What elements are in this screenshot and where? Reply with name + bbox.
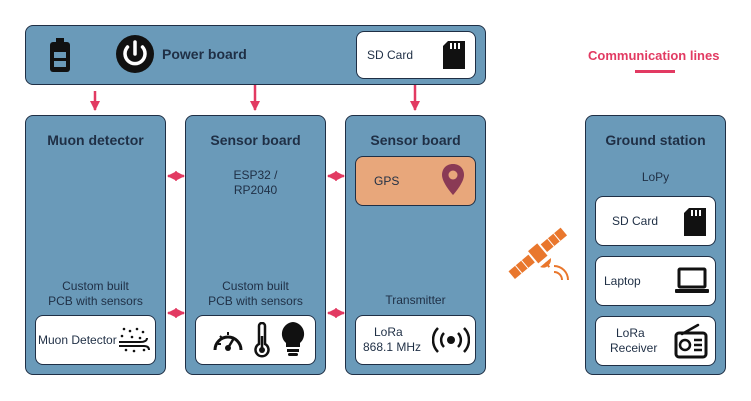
- lora-line1: LoRa: [374, 325, 403, 339]
- sd-card-icon: [684, 208, 706, 236]
- thermometer-icon: [254, 322, 270, 358]
- power-board-title: Power board: [162, 46, 247, 62]
- antenna-icon: [432, 327, 470, 353]
- muon-detector-card: Muon Detector: [35, 315, 156, 365]
- gps-label: GPS: [374, 174, 400, 188]
- battery-icon: [50, 38, 70, 72]
- sensor1-desc-line2: PCB with sensors: [208, 294, 303, 308]
- sensor1-desc-line1: Custom built: [222, 279, 289, 293]
- lora-card: LoRa 868.1 MHz: [355, 315, 476, 365]
- receiver-line1: LoRa: [616, 326, 645, 340]
- muon-detector-box: Muon detector Custom built PCB with sens…: [25, 115, 166, 375]
- gps-card: GPS: [355, 156, 476, 206]
- legend-line: [635, 70, 675, 73]
- muon-desc-line1: Custom built: [62, 279, 129, 293]
- sensors-card: [195, 315, 316, 365]
- sensor-board-1-title: Sensor board: [210, 132, 301, 148]
- sd-card-icon: [443, 41, 465, 69]
- muon-detector-title: Muon detector: [47, 132, 144, 148]
- lora-line2: 868.1 MHz: [363, 340, 422, 354]
- satellite-icon: [508, 227, 569, 281]
- sensor-board-2-title: Sensor board: [370, 132, 461, 148]
- muon-detector-label: Muon Detector: [38, 333, 117, 347]
- power-sd-card: SD Card: [356, 31, 476, 79]
- radio-icon: [674, 323, 708, 359]
- power-board: Power board SD Card: [25, 25, 486, 85]
- ground-sd-card: SD Card: [595, 196, 716, 246]
- power-icon: [116, 35, 154, 73]
- transmitter-label: Transmitter: [385, 293, 446, 307]
- legend-title: Communication lines: [588, 48, 720, 63]
- lopy-label: LoPy: [641, 170, 670, 184]
- receiver-card: LoRa Receiver: [595, 316, 716, 366]
- receiver-line2: Receiver: [610, 341, 658, 355]
- ground-sd-label: SD Card: [612, 214, 659, 228]
- sd-card-label: SD Card: [367, 48, 414, 62]
- mcu-line1: ESP32 /: [233, 168, 278, 182]
- gauge-icon: [213, 332, 243, 351]
- location-pin-icon: [442, 164, 464, 195]
- particles-icon: [119, 327, 150, 353]
- mcu-line2: RP2040: [233, 183, 278, 197]
- laptop-icon: [675, 267, 709, 293]
- sensor-board-2-box: Sensor board GPS Transmitter LoRa 868.1 …: [345, 115, 486, 375]
- lightbulb-icon: [281, 322, 305, 356]
- muon-desc-line2: PCB with sensors: [48, 294, 143, 308]
- sensor-board-1-box: Sensor board ESP32 / RP2040 Custom built…: [185, 115, 326, 375]
- ground-station-title: Ground station: [605, 132, 706, 148]
- laptop-card: Laptop: [595, 256, 716, 306]
- laptop-label: Laptop: [604, 274, 641, 288]
- ground-station-box: Ground station LoPy SD Card Laptop LoRa …: [585, 115, 726, 375]
